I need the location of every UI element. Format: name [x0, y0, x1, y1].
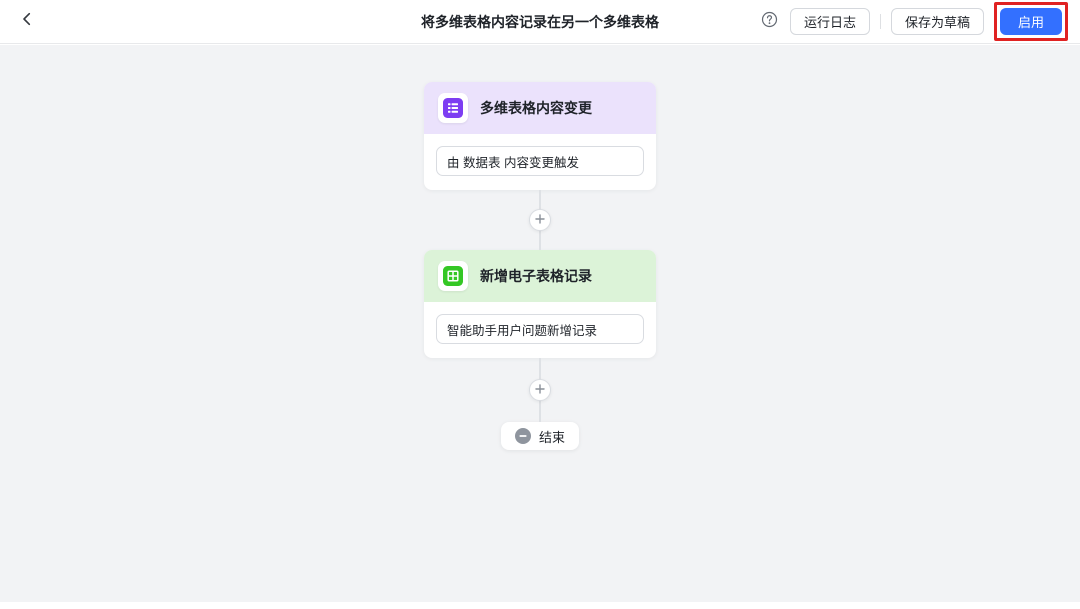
trigger-node-header[interactable]: 多维表格内容变更: [424, 82, 656, 134]
trigger-node-body: 由 数据表 内容变更触发: [424, 134, 656, 190]
help-button[interactable]: [760, 11, 780, 33]
plus-icon: [535, 381, 545, 399]
workflow-canvas[interactable]: 多维表格内容变更 由 数据表 内容变更触发: [0, 45, 1080, 602]
add-step-button[interactable]: [529, 379, 551, 401]
red-annotation-highlight: 启用: [993, 2, 1068, 41]
connector: [424, 358, 656, 422]
trigger-node-title: 多维表格内容变更: [480, 100, 592, 116]
end-node: 结束: [500, 422, 579, 450]
enable-button[interactable]: 启用: [999, 8, 1062, 35]
trigger-node-card[interactable]: 多维表格内容变更 由 数据表 内容变更触发: [424, 82, 656, 190]
chevron-left-icon: [20, 12, 34, 31]
action-node-title: 新增电子表格记录: [480, 268, 592, 284]
workflow-flow: 多维表格内容变更 由 数据表 内容变更触发: [424, 82, 656, 450]
action-node-card[interactable]: 新增电子表格记录 智能助手用户问题新增记录: [424, 250, 656, 358]
question-circle-icon: [761, 11, 778, 33]
topbar: 将多维表格内容记录在另一个多维表格 运行日志 保存为草稿 启用: [0, 0, 1080, 44]
action-node-header[interactable]: 新增电子表格记录: [424, 250, 656, 302]
bitable-icon: [438, 93, 468, 123]
action-node-detail[interactable]: 智能助手用户问题新增记录: [436, 314, 644, 344]
minus-circle-icon: [514, 428, 531, 444]
topbar-divider: [879, 14, 881, 29]
connector: [424, 190, 656, 250]
spreadsheet-icon: [438, 261, 468, 291]
plus-icon: [535, 211, 545, 229]
page-title: 将多维表格内容记录在另一个多维表格: [421, 13, 659, 30]
end-node-label: 结束: [538, 429, 565, 445]
run-log-button[interactable]: 运行日志: [789, 8, 870, 35]
trigger-node-detail[interactable]: 由 数据表 内容变更触发: [436, 146, 644, 176]
action-node-body: 智能助手用户问题新增记录: [424, 302, 656, 358]
add-step-button[interactable]: [529, 209, 551, 231]
topbar-actions: 运行日志 保存为草稿 启用: [760, 2, 1068, 41]
save-draft-button[interactable]: 保存为草稿: [890, 8, 984, 35]
back-button[interactable]: [14, 9, 40, 35]
